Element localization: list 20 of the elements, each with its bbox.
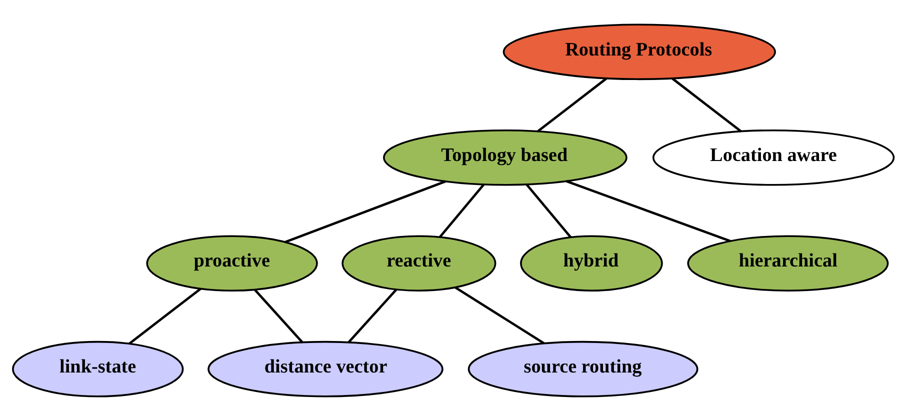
connector — [566, 180, 731, 242]
connector — [348, 288, 398, 343]
connector — [284, 180, 446, 243]
node-ellipse: proactive — [146, 234, 318, 292]
connector — [671, 76, 742, 132]
node-ellipse: Routing Protocols — [502, 23, 776, 80]
connector — [526, 183, 572, 238]
connector — [454, 286, 545, 344]
node-ellipse: source routing — [468, 340, 698, 397]
node-ellipse: link-state — [12, 340, 184, 397]
node-ellipse: reactive — [342, 234, 496, 292]
connector — [254, 288, 304, 343]
node-ellipse: distance vector — [208, 340, 444, 397]
connector — [536, 76, 608, 132]
node-ellipse: Topology based — [383, 128, 628, 186]
node-ellipse: hierarchical — [687, 234, 889, 292]
connector — [128, 287, 202, 344]
connector — [438, 183, 485, 238]
node-ellipse: Location aware — [652, 128, 895, 186]
node-ellipse: hybrid — [520, 234, 663, 292]
